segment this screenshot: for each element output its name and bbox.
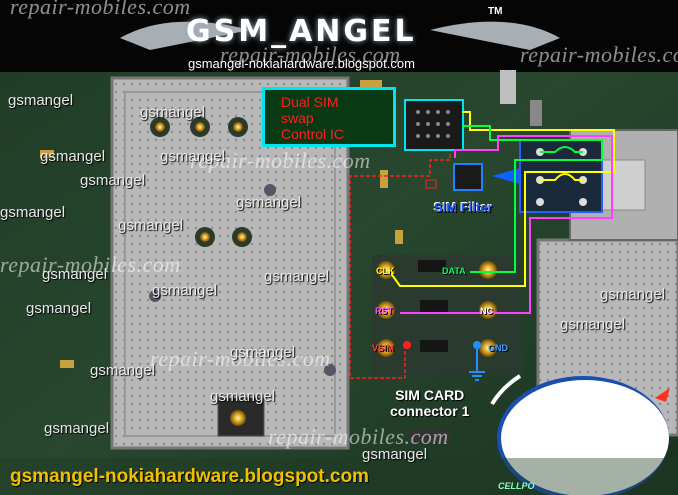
pin-label-data: DATA	[442, 266, 466, 276]
watermark: gsmangel	[118, 217, 184, 234]
pin-label-vsim: VSIM	[372, 343, 395, 353]
site-url-bottom: gsmangel-nokiahardware.blogspot.com	[10, 466, 369, 487]
watermark: gsmangel	[230, 344, 296, 361]
watermark: gsmangel	[0, 204, 66, 221]
vsim-cap	[425, 179, 437, 189]
watermark: gsmangel	[152, 282, 218, 299]
watermark: gsmangel	[42, 266, 108, 283]
sim2-data-jumper	[540, 146, 583, 153]
pin-label-rst: RST	[375, 306, 393, 316]
watermark-large: repair-mobiles.com	[10, 0, 191, 19]
connector-label-line: SIM CARD	[395, 387, 465, 403]
ic-label-line: Control IC	[281, 126, 345, 142]
wing-left	[120, 21, 250, 50]
ic-label-line: swap	[281, 110, 314, 126]
watermark-large: repair-mobiles.com	[220, 42, 401, 67]
watermark: gsmangel	[362, 446, 428, 463]
data-wire	[462, 125, 603, 273]
watermark: gsmangel	[26, 300, 92, 317]
watermark: gsmangel	[140, 104, 206, 121]
white-sticker	[501, 380, 669, 495]
sim-filter-chip	[453, 163, 483, 191]
sim2-clk-jumper	[540, 173, 583, 181]
gnd-symbol-icon	[469, 349, 485, 381]
ic-balls	[416, 110, 450, 138]
shield-holes	[149, 117, 336, 437]
pcb-components	[40, 70, 542, 444]
vsim-dot	[403, 341, 411, 349]
corner-text: CELLPO	[498, 481, 535, 491]
clk-wire	[389, 111, 615, 287]
right-connector-inner	[594, 159, 646, 211]
watermark-large: repair-mobiles.com	[190, 148, 371, 173]
watermark: gsmangel	[560, 316, 626, 333]
rst-wire	[400, 135, 613, 314]
logo-text: GSM_ANGEL	[186, 14, 417, 49]
vsim-wire	[349, 152, 451, 379]
wing-right	[430, 21, 560, 50]
trademark: TM	[488, 6, 503, 17]
watermark: gsmangel	[236, 194, 302, 211]
watermark-large: repair-mobiles.com	[150, 346, 331, 371]
sim1-pads	[377, 260, 497, 357]
sticker-arc	[490, 374, 522, 406]
bottom-band	[0, 458, 678, 495]
watermark: gsmangel	[40, 148, 106, 165]
pin-label-clk: CLK	[376, 266, 395, 276]
gnd-dot	[473, 341, 481, 349]
red-marker-icon	[655, 388, 670, 402]
watermark: gsmangel	[160, 148, 226, 165]
watermark-large: repair-mobiles.com	[268, 424, 449, 449]
dual-sim-ic-chip	[404, 99, 464, 151]
watermark: gsmangel	[80, 172, 146, 189]
sim1-contact-area	[372, 255, 522, 375]
pin-label-nc: NC	[480, 306, 493, 316]
watermark: gsmangel	[90, 362, 156, 379]
watermark: gsmangel	[44, 420, 110, 437]
site-url-top: gsmangel-nokiahardware.blogspot.com	[188, 56, 415, 71]
sim-filter-label: SIM Filter	[434, 200, 493, 215]
watermark: gsmangel	[210, 388, 276, 405]
watermark: gsmangel	[600, 286, 666, 303]
sim-card-connector-label: SIM CARD connector 1	[390, 387, 469, 419]
watermark-large: repair-mobiles.com	[0, 252, 181, 277]
header-band	[0, 0, 678, 72]
pin-label-gnd: GND	[488, 343, 508, 353]
dual-sim-ic-label: Dual SIM swap Control IC	[262, 87, 396, 147]
ic-label-line: Dual SIM	[281, 94, 339, 110]
connector-label-line: connector 1	[390, 403, 470, 419]
watermark-large: repair-mobiles.com	[520, 42, 678, 67]
watermark: gsmangel	[8, 92, 74, 109]
filter-arrow-icon	[492, 168, 520, 184]
watermark: gsmangel	[264, 268, 330, 285]
